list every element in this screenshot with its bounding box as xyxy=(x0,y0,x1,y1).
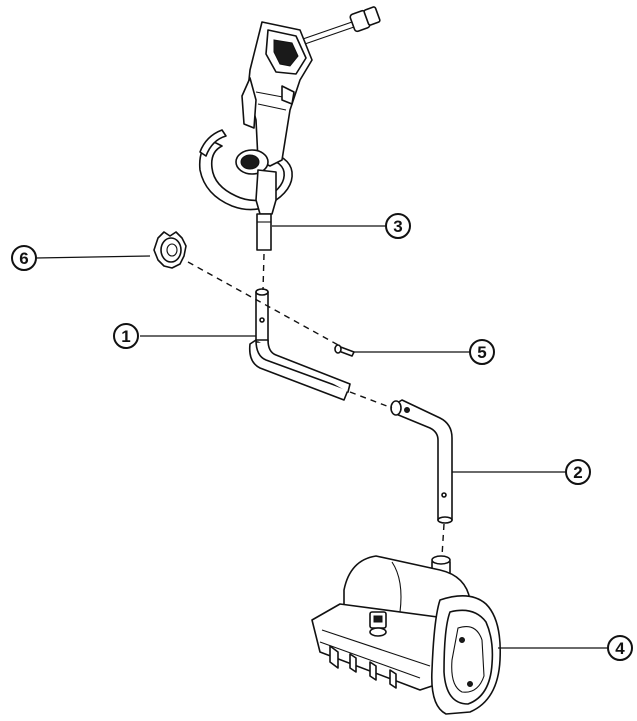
assembly-lines xyxy=(187,253,445,557)
callout-1: 1 xyxy=(113,323,139,349)
callout-5: 5 xyxy=(469,339,495,365)
callout-3: 3 xyxy=(385,213,411,239)
callout-2: 2 xyxy=(565,459,591,485)
lower-bent-tube xyxy=(390,399,453,524)
callout-4: 4 xyxy=(607,635,633,661)
callout-6: 6 xyxy=(11,245,37,271)
callout-4-label: 4 xyxy=(615,639,625,658)
knob-wheel xyxy=(153,231,187,269)
callout-6-label: 6 xyxy=(19,249,28,268)
hose-connector xyxy=(349,6,381,33)
upper-bent-tube xyxy=(248,288,351,401)
callout-1-label: 1 xyxy=(121,327,130,346)
spray-gun-handle xyxy=(198,6,381,251)
callout-2-label: 2 xyxy=(573,463,582,482)
screw xyxy=(334,344,355,357)
base-unit xyxy=(311,555,502,715)
leader-lines xyxy=(35,225,608,649)
callout-5-label: 5 xyxy=(477,343,486,362)
callout-3-label: 3 xyxy=(393,217,402,236)
